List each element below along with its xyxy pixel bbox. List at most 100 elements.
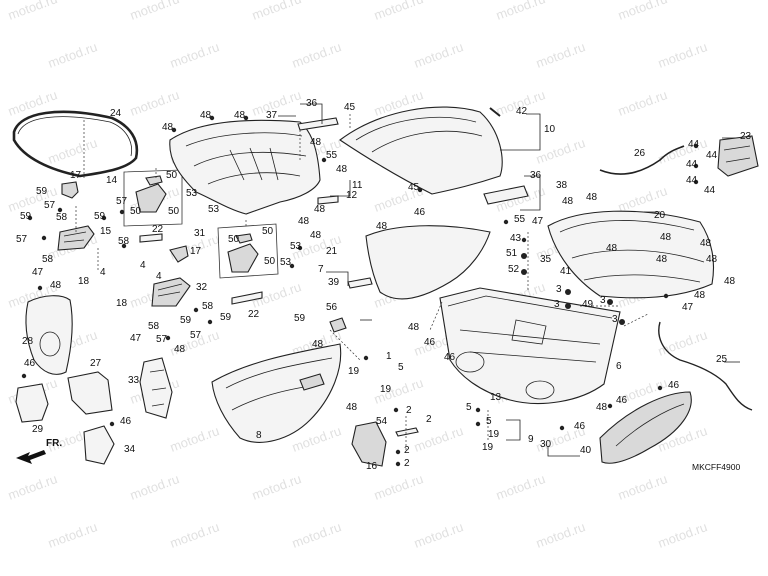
part-label-47: 47 xyxy=(682,302,694,313)
part-label-47: 47 xyxy=(532,216,544,227)
part-label-4: 4 xyxy=(100,267,106,278)
part-label-20: 20 xyxy=(654,210,666,221)
part-36b-pad xyxy=(483,185,529,205)
part-20-frame xyxy=(547,210,715,299)
part-label-48: 48 xyxy=(724,276,736,287)
part-label-48: 48 xyxy=(562,196,574,207)
part-label-48: 48 xyxy=(376,221,388,232)
part-12-pad xyxy=(317,195,339,205)
part-label-19: 19 xyxy=(348,366,360,377)
fasteners xyxy=(21,115,699,467)
part-label-48: 48 xyxy=(706,254,718,265)
part-label-48: 48 xyxy=(346,402,358,413)
part-label-53: 53 xyxy=(280,257,292,268)
part-label-5: 5 xyxy=(486,416,492,427)
part-label-46: 46 xyxy=(444,352,456,363)
watermark-text: motod.ru xyxy=(616,0,669,23)
part-label-30: 30 xyxy=(540,439,552,450)
part-25-cable xyxy=(658,321,753,411)
part-label-13: 13 xyxy=(490,392,502,403)
part-31-box xyxy=(217,223,279,279)
part-label-4: 4 xyxy=(156,271,162,282)
part-32-hinge xyxy=(151,277,191,307)
part-label-38: 38 xyxy=(556,180,568,191)
watermark-text: motod.ru xyxy=(46,135,99,167)
part-33-bracket xyxy=(139,357,173,419)
part-label-59: 59 xyxy=(294,313,306,324)
part-label-22: 22 xyxy=(152,224,164,235)
part-label-59: 59 xyxy=(36,186,48,197)
watermark-text: motod.ru xyxy=(372,471,425,503)
part-label-8: 8 xyxy=(256,430,262,441)
part-label-5: 5 xyxy=(466,402,472,413)
part-label-18: 18 xyxy=(116,298,128,309)
part-label-23: 23 xyxy=(740,131,752,142)
part-label-48: 48 xyxy=(586,192,598,203)
part-label-46: 46 xyxy=(24,358,36,369)
watermark-text: motod.ru xyxy=(168,423,221,455)
part-label-54: 54 xyxy=(376,416,388,427)
part-label-48: 48 xyxy=(310,230,322,241)
part-label-21: 21 xyxy=(326,246,338,257)
part-label-7: 7 xyxy=(318,264,324,275)
part-label-46: 46 xyxy=(120,416,132,427)
part-label-41: 41 xyxy=(560,266,572,277)
part-label-37: 37 xyxy=(266,110,278,121)
part-label-19: 19 xyxy=(482,442,494,453)
part-26-cable xyxy=(599,145,685,175)
part-label-47: 47 xyxy=(130,333,142,344)
watermark-text: motod.ru xyxy=(250,471,303,503)
part-label-48: 48 xyxy=(336,164,348,175)
watermark-text: motod.ru xyxy=(616,87,669,119)
part-label-3: 3 xyxy=(556,284,562,295)
watermark-text: motod.ru xyxy=(616,471,669,503)
part-label-53: 53 xyxy=(208,204,220,215)
part-label-2: 2 xyxy=(404,458,410,469)
part-label-50: 50 xyxy=(228,234,240,245)
watermark-text: motod.ru xyxy=(372,0,425,23)
part-label-39: 39 xyxy=(328,277,340,288)
part-23-latch xyxy=(717,135,759,177)
part-label-33: 33 xyxy=(128,375,140,386)
watermark-text: motod.ru xyxy=(168,519,221,551)
part-29-cover xyxy=(15,383,49,423)
part-label-29: 29 xyxy=(32,424,44,435)
watermark-text: motod.ru xyxy=(128,471,181,503)
watermark-text: motod.ru xyxy=(6,0,59,23)
part-label-46: 46 xyxy=(616,395,628,406)
part-28-cover xyxy=(25,295,73,375)
part-7-liner xyxy=(365,225,491,300)
part-label-43: 43 xyxy=(510,233,522,244)
part-label-57: 57 xyxy=(190,330,202,341)
watermark-text: motod.ru xyxy=(250,0,303,23)
part-label-45: 45 xyxy=(408,182,420,193)
watermark-text: motod.ru xyxy=(656,519,709,551)
part-label-44: 44 xyxy=(686,159,698,170)
diagram-code: MKCFF4900 xyxy=(692,462,740,472)
part-label-45: 45 xyxy=(344,102,356,113)
part-label-48: 48 xyxy=(312,339,324,350)
part-label-48: 48 xyxy=(656,254,668,265)
watermark-text: motod.ru xyxy=(494,471,547,503)
part-24-seal xyxy=(12,110,139,178)
part-label-53: 53 xyxy=(186,188,198,199)
part-17b-clip xyxy=(169,245,189,263)
watermark-text: motod.ru xyxy=(656,135,709,167)
part-label-11: 11 xyxy=(352,180,363,191)
part-label-19: 19 xyxy=(380,384,392,395)
part-label-59: 59 xyxy=(180,315,192,326)
part-label-3: 3 xyxy=(600,295,606,306)
leader-lines xyxy=(278,103,740,457)
part-label-55: 55 xyxy=(326,150,338,161)
watermark-text: motod.ru xyxy=(656,39,709,71)
part-label-42: 42 xyxy=(516,106,528,117)
part-label-58: 58 xyxy=(118,236,130,247)
part-label-50: 50 xyxy=(262,226,274,237)
part-label-28: 28 xyxy=(22,336,34,347)
part-label-40: 40 xyxy=(580,445,592,456)
part-label-50: 50 xyxy=(264,256,276,267)
part-label-46: 46 xyxy=(424,337,436,348)
part-label-44: 44 xyxy=(706,150,718,161)
part-label-3: 3 xyxy=(554,299,560,310)
